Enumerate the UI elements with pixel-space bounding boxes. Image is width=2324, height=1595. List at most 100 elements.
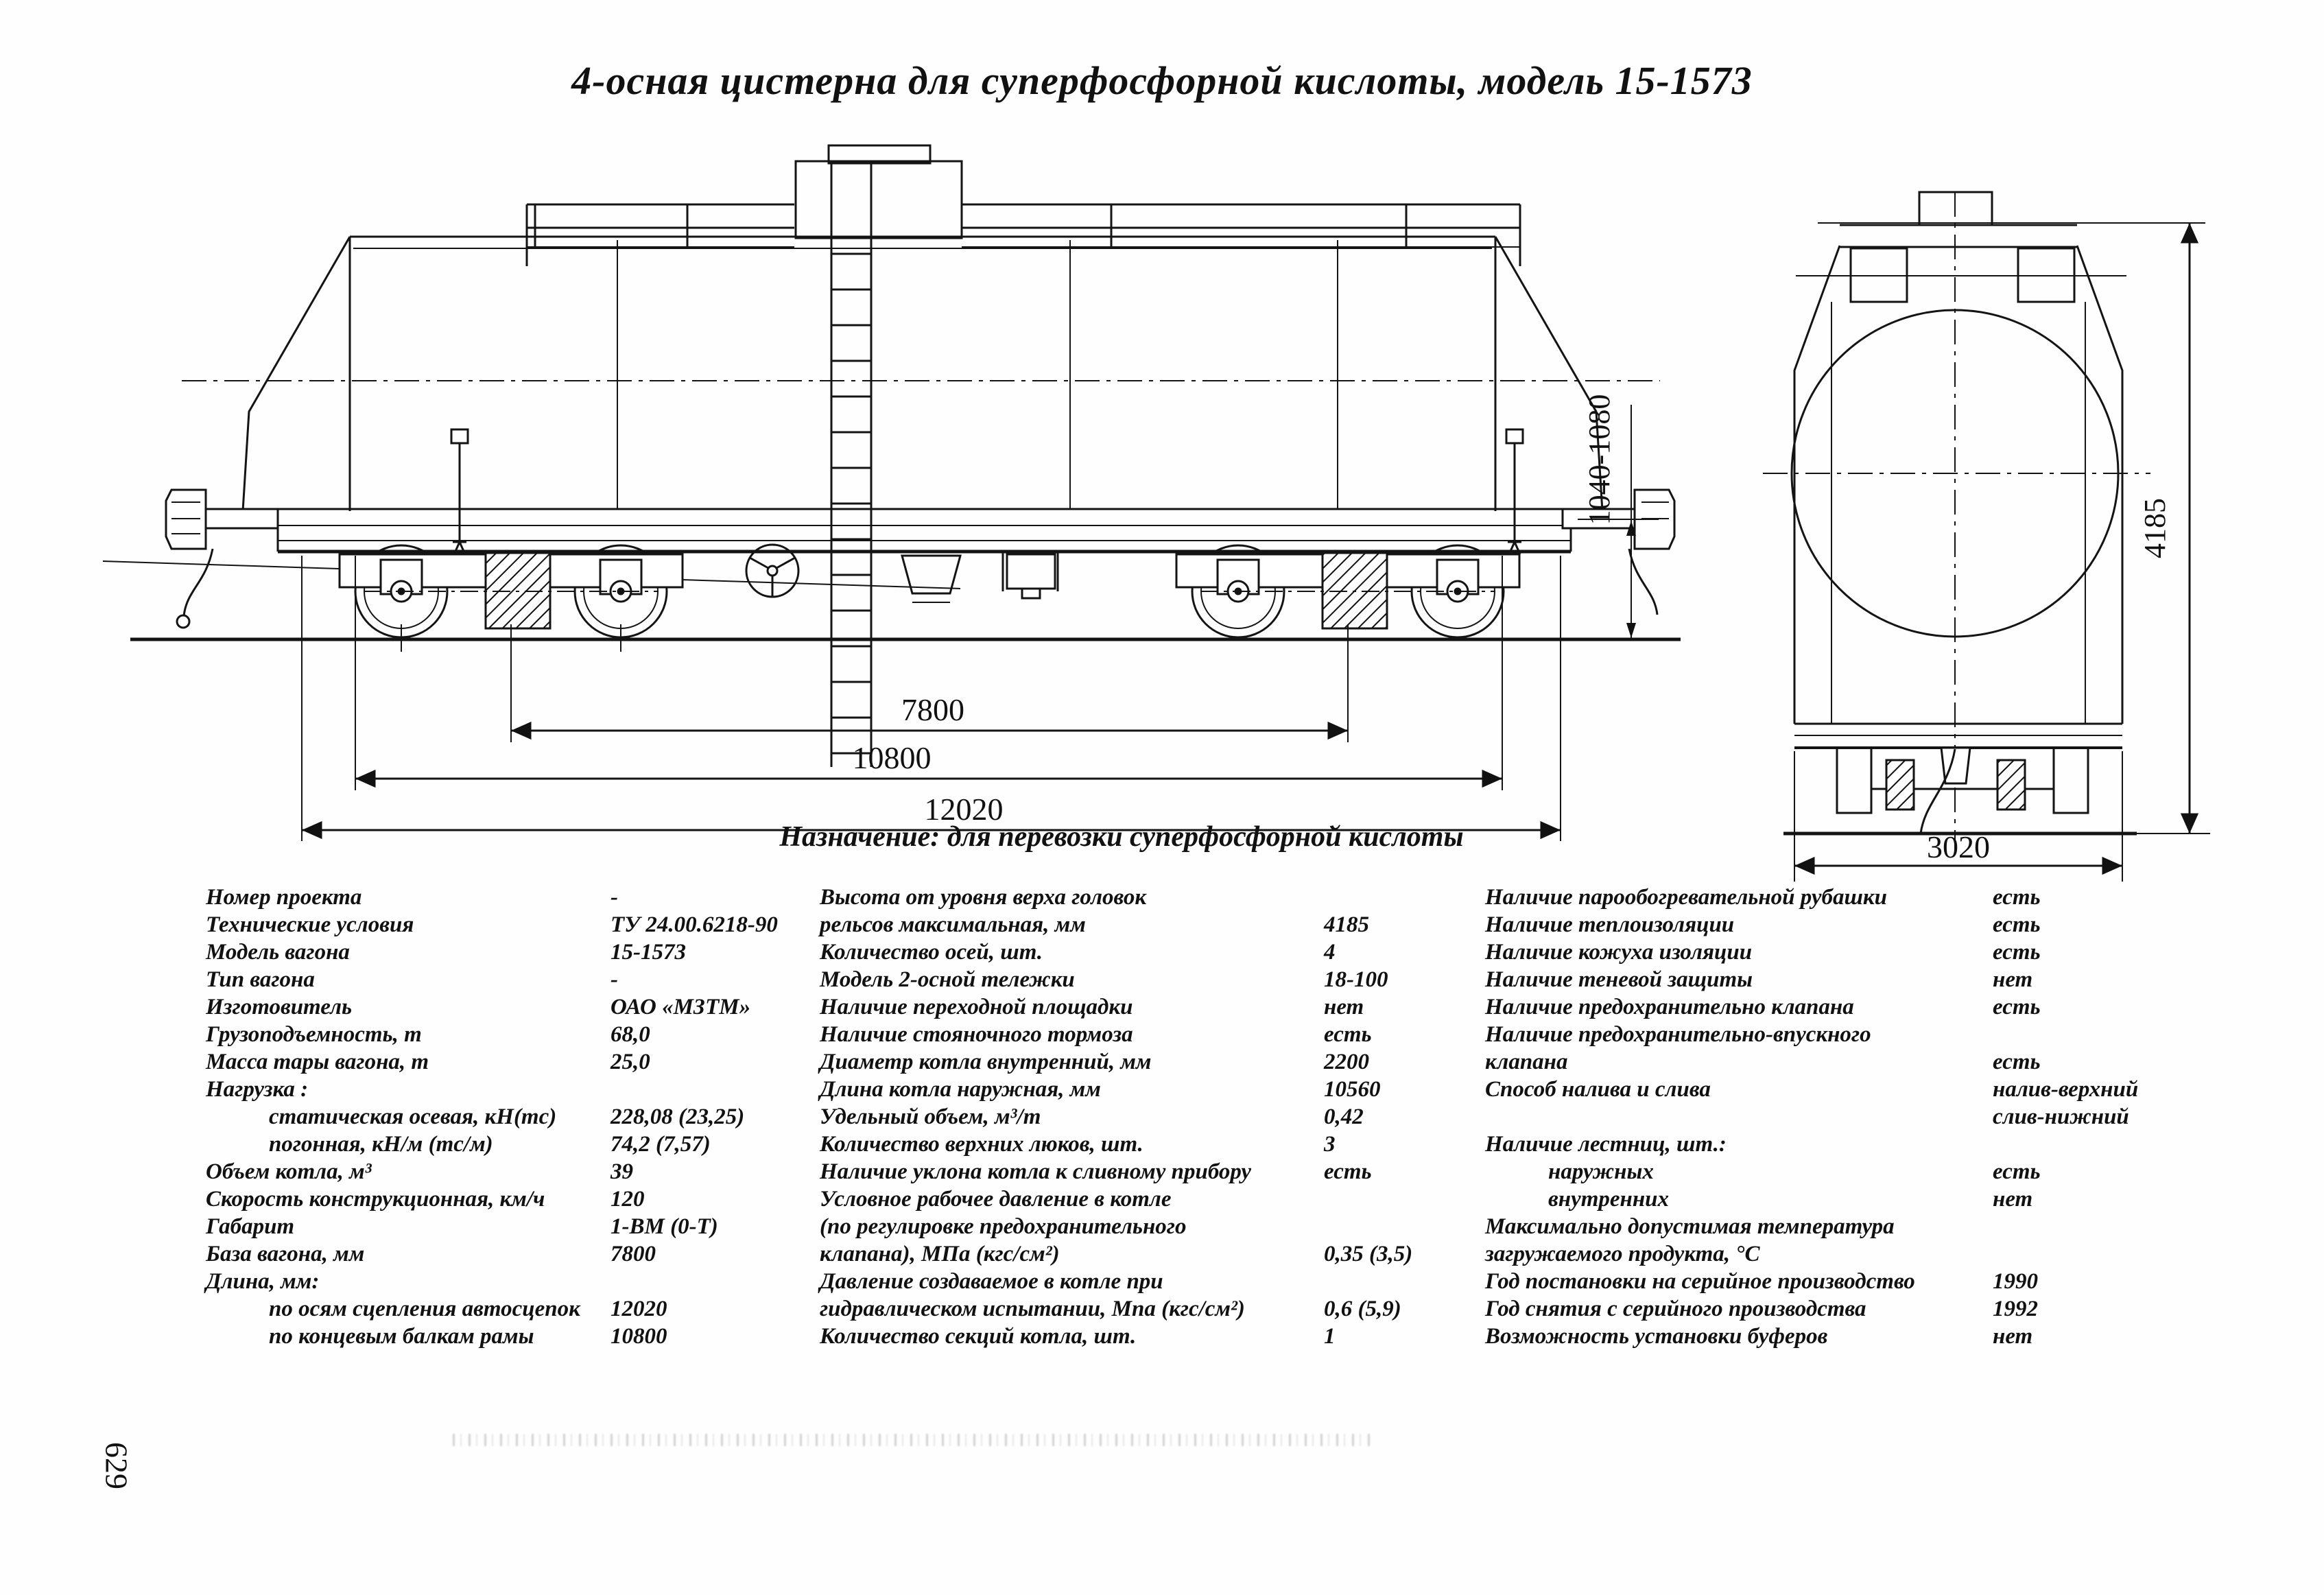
spec-value: 4 <box>1324 940 1336 965</box>
spec-value: 68,0 <box>610 1022 650 1047</box>
extension-lines <box>301 556 1561 841</box>
spec-label: Скорость конструкционная, км/ч <box>206 1187 545 1212</box>
spec-value: 0,42 <box>1324 1104 1364 1129</box>
spec-value: 1990 <box>1993 1269 2038 1294</box>
spec-row: статическая осевая, кН(тс)228,08 (23,25) <box>206 1103 823 1131</box>
spec-label: Наличие теневой защиты <box>1485 967 1753 992</box>
end-view <box>1763 191 2210 882</box>
spec-label: Возможность установки буферов <box>1485 1324 1828 1349</box>
spec-value: 120 <box>610 1187 645 1212</box>
spec-row: Наличие предохранительно-впускного <box>1485 1021 2226 1048</box>
spec-label: загружаемого продукта, °С <box>1485 1242 1760 1266</box>
top-platform <box>525 144 1521 266</box>
spec-row: Наличие лестниц, шт.: <box>1485 1131 2226 1158</box>
spec-label: Наличие предохранительно клапана <box>1485 995 1854 1019</box>
spec-value: слив-нижний <box>1993 1104 2129 1129</box>
spec-label: Изготовитель <box>206 995 353 1019</box>
spec-row: Давление создаваемое в котле при <box>820 1268 1478 1295</box>
tank-car-drawing: 7800 10800 12020 1040-1080 3020 4185 <box>103 144 2210 882</box>
spec-label: Тип вагона <box>206 967 315 992</box>
end-sides <box>1793 245 2124 724</box>
spec-label: Давление создаваемое в котле при <box>820 1269 1163 1294</box>
spec-label: Наличие уклона котла к сливному прибору <box>820 1159 1252 1184</box>
tank-cross-section <box>1790 309 2120 638</box>
spec-value: есть <box>1993 912 2041 937</box>
dim-label-bogie-base: 7800 <box>901 692 964 727</box>
spec-row: (по регулировке предохранительного <box>820 1213 1478 1240</box>
spec-row: Наличие теневой защиты нет <box>1485 966 2226 993</box>
spec-value: 25,0 <box>610 1050 650 1074</box>
spec-value: налив-верхний <box>1993 1077 2139 1102</box>
spec-label: Наличие предохранительно-впускного <box>1485 1022 1871 1047</box>
side-view <box>103 144 1681 841</box>
spec-value: нет <box>1993 967 2033 992</box>
spec-row: клапана), МПа (кгс/см²)0,35 (3,5) <box>820 1240 1478 1268</box>
spec-label: (по регулировке предохранительного <box>820 1214 1187 1239</box>
spec-label: Количество осей, шт. <box>820 940 1043 965</box>
spec-label: Высота от уровня верха головок <box>820 885 1147 910</box>
spec-label: Условное рабочее давление в котле <box>820 1187 1172 1212</box>
spec-row: по осям сцепления автосцепок 12020 <box>206 1295 823 1323</box>
spec-label: по осям сцепления автосцепок <box>269 1297 580 1321</box>
underframe <box>276 508 1572 554</box>
spec-value: ОАО «МЗТМ» <box>610 995 751 1019</box>
spec-value: нет <box>1993 1187 2033 1212</box>
spec-label: Наличие кожуха изоляции <box>1485 940 1753 965</box>
coupler-left <box>165 488 279 629</box>
page-title: 4-осная цистерна для суперфосфорной кисл… <box>571 58 1753 103</box>
spec-label: Грузоподъемность, т <box>206 1022 422 1047</box>
spec-row: Способ налива и слива налив-верхний <box>1485 1076 2226 1103</box>
spec-label: Габарит <box>206 1214 295 1239</box>
page-number: 629 <box>99 1442 134 1489</box>
spec-value: 74,2 (7,57) <box>610 1132 711 1157</box>
spec-value: 39 <box>610 1159 633 1184</box>
spec-label: Диаметр котла внутренний, мм <box>820 1050 1152 1074</box>
spec-label: Удельный объем, м³/т <box>820 1104 1041 1129</box>
spec-label: Наличие теплоизоляции <box>1485 912 1735 937</box>
spec-label: клапана), МПа (кгс/см²) <box>820 1242 1060 1266</box>
spec-row: Изготовитель ОАО «МЗТМ» <box>206 993 823 1021</box>
purpose-line: Назначение: для перевозки суперфосфорной… <box>779 821 1464 853</box>
spec-row: Скорость конструкционная, км/ч 120 <box>206 1185 823 1213</box>
spec-label: Наличие лестниц, шт.: <box>1485 1132 1727 1157</box>
roof-structure <box>1796 191 2205 303</box>
spec-label: Модель вагона <box>206 940 350 965</box>
spec-label: погонная, кН/м (тс/м) <box>269 1132 493 1157</box>
spec-label: Технические условия <box>206 912 414 937</box>
spec-row: загружаемого продукта, °С <box>1485 1240 2226 1268</box>
spec-label: Количество верхних люков, шт. <box>820 1132 1143 1157</box>
spec-row: Длина, мм: <box>206 1268 823 1295</box>
spec-value: 10560 <box>1324 1077 1381 1102</box>
dim-label-coupler-height: 1040-1080 <box>1582 394 1616 525</box>
spec-value: 12020 <box>610 1297 667 1321</box>
spec-value: 7800 <box>610 1242 656 1266</box>
spec-label: Способ налива и слива <box>1485 1077 1711 1102</box>
spec-label: Нагрузка : <box>206 1077 309 1102</box>
handbrake-wheel <box>745 543 800 598</box>
spec-label: Количество секций котла, шт. <box>820 1324 1137 1349</box>
spec-value: 3 <box>1324 1132 1336 1157</box>
scan-noise <box>453 1434 1372 1446</box>
spec-value: 4185 <box>1324 912 1369 937</box>
coupler-right <box>1561 488 1676 615</box>
spec-value: есть <box>1324 1022 1372 1047</box>
spec-value: 228,08 (23,25) <box>610 1104 745 1129</box>
spec-label: наружных <box>1548 1159 1654 1184</box>
